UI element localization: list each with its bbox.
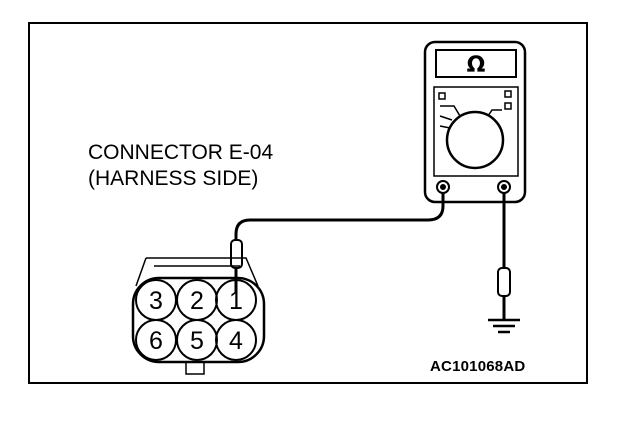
pin-label: 2: [190, 287, 204, 315]
connector-title: CONNECTOR E-04 (HARNESS SIDE): [88, 140, 273, 192]
pin-label: 1: [229, 287, 243, 315]
diagram-frame: [28, 22, 588, 384]
pin-label: 6: [149, 327, 163, 355]
figure-reference-code: AC101068AD: [430, 358, 526, 375]
meter-display-symbol: Ω: [467, 53, 486, 78]
connector-name: CONNECTOR E-04: [88, 141, 274, 164]
pin-label: 5: [190, 327, 204, 355]
connector-pins: [135, 279, 257, 361]
pin-label: 3: [149, 287, 163, 315]
lead-wire-positive: [234, 193, 445, 240]
connector-housing: [131, 257, 266, 375]
pin-label: 4: [229, 327, 243, 355]
ground-probe: [497, 267, 511, 297]
ground-icon: [488, 318, 520, 334]
multimeter-icon: [423, 40, 527, 204]
connector-side: (HARNESS SIDE): [88, 167, 259, 190]
